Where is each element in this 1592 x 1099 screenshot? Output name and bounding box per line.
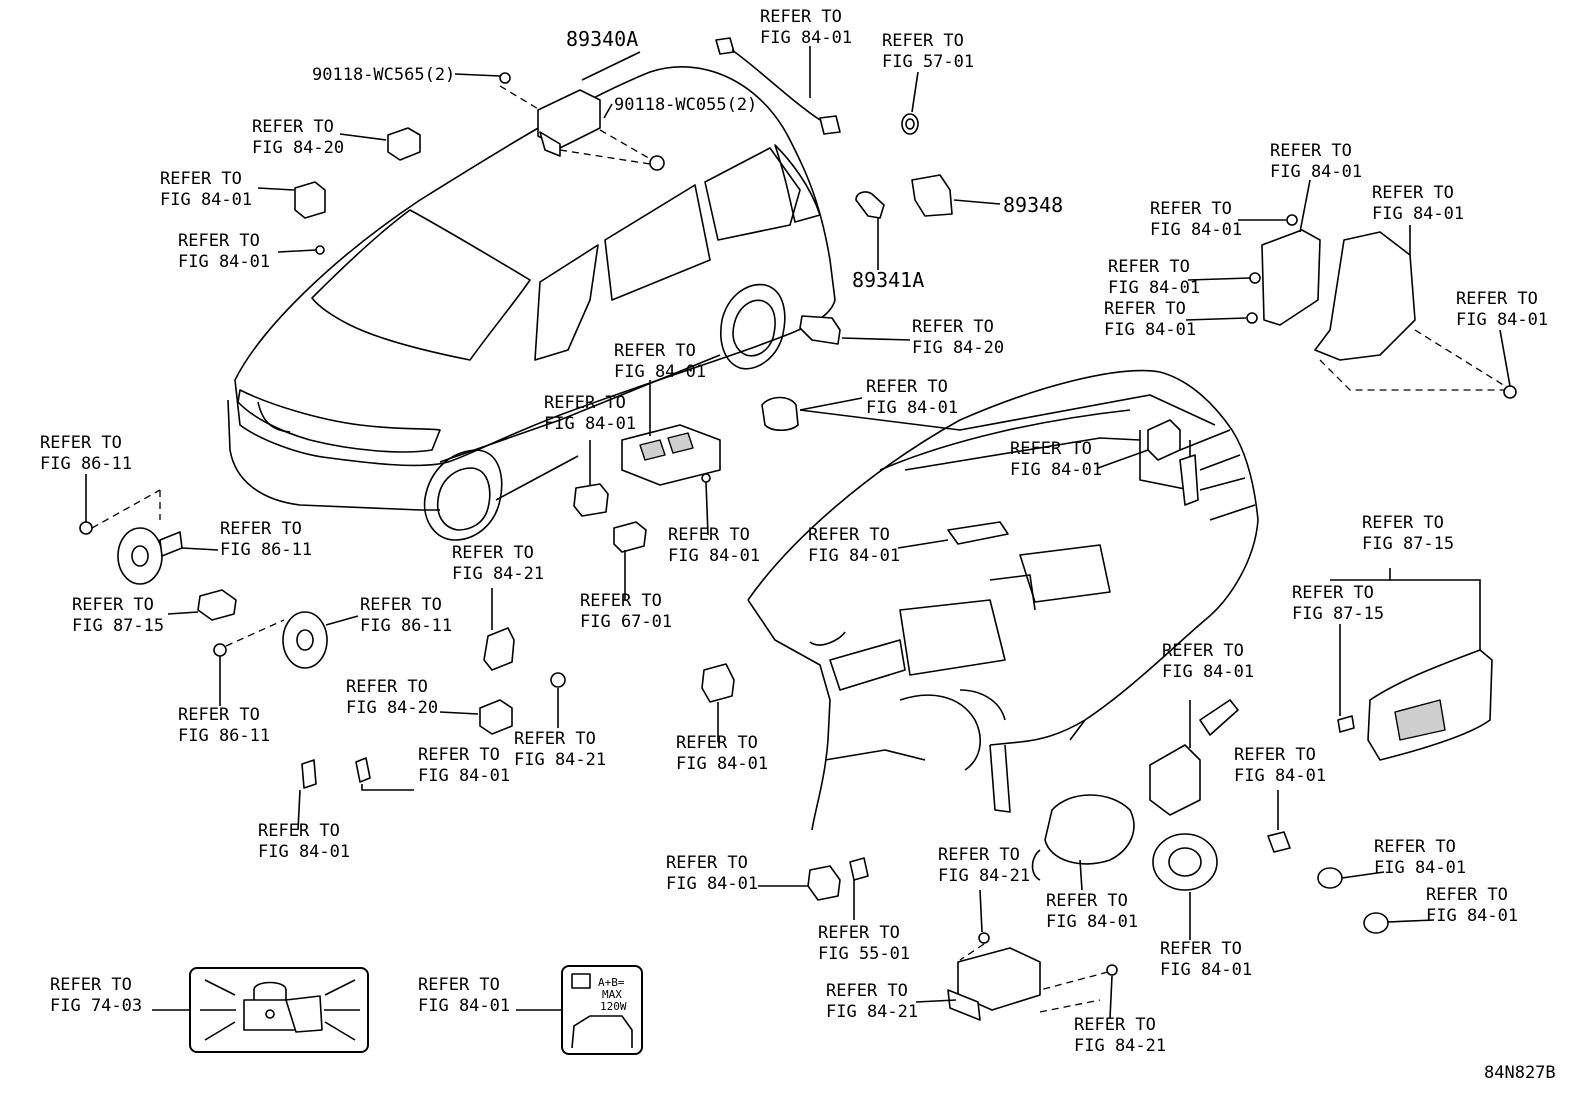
- part-label-89348: 89348: [1003, 193, 1063, 217]
- part-number-labels: 89340A 89341A 89348 90118-WC565(2) 90118…: [312, 27, 1556, 1083]
- part-label-90118-wc565: 90118-WC565(2): [312, 65, 455, 85]
- caution-label-panel: [189, 967, 369, 1053]
- vehicle-outline: [227, 65, 836, 541]
- power-label-line1: A+B=: [598, 976, 625, 989]
- leader-lines: [85, 46, 1511, 1019]
- power-label-line3: 120W: [600, 1000, 627, 1013]
- part-label-89340a: 89340A: [566, 27, 638, 51]
- part-label-90118-wc055: 90118-WC055(2): [614, 95, 757, 115]
- part-label-89341a: 89341A: [852, 268, 924, 292]
- figure-code: 84N827B: [1484, 1063, 1556, 1083]
- power-outlet-label-panel: A+B= MAX 120W: [561, 965, 643, 1055]
- power-label-line2: MAX: [602, 988, 622, 1001]
- component-drawings: [79, 37, 1517, 1021]
